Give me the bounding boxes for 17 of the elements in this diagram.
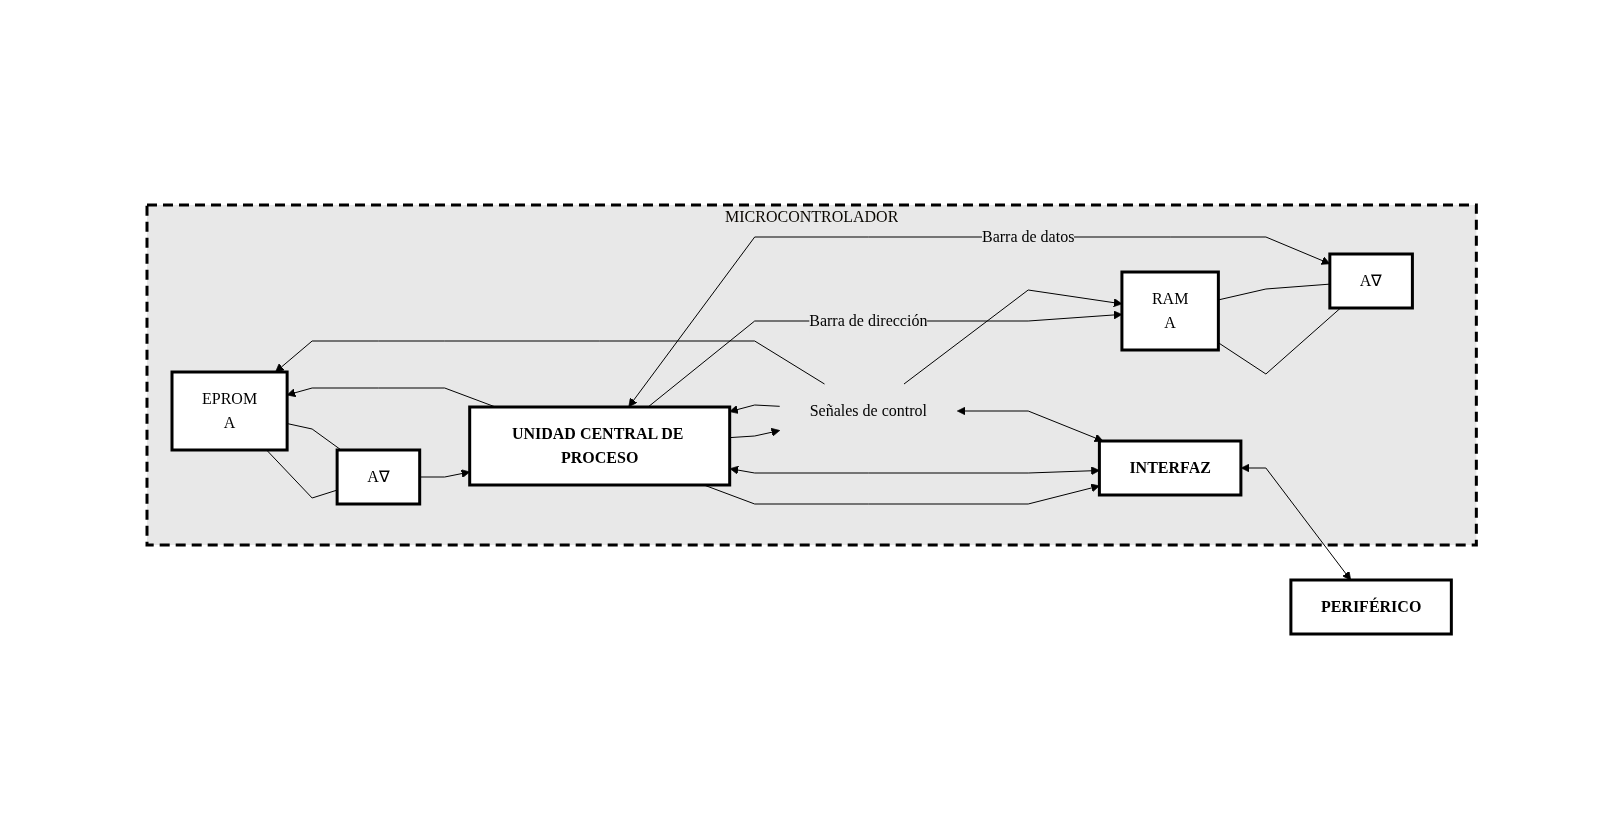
node-box: INTERFAZ xyxy=(1097,439,1243,496)
arrow xyxy=(275,340,825,384)
arrow xyxy=(729,427,780,438)
arrow xyxy=(729,404,780,414)
arrow xyxy=(729,465,1100,475)
edge-label: Barra de dirección xyxy=(809,311,928,329)
node-box: A∇ xyxy=(1328,252,1414,309)
node-box: RAM A xyxy=(1120,270,1220,351)
arrow xyxy=(956,406,1104,442)
node-box: A∇ xyxy=(335,448,421,505)
arrow xyxy=(419,468,470,478)
node-text: Señales de control xyxy=(809,401,927,419)
node-box: UNIDAD CENTRAL DE PROCESO xyxy=(468,405,731,486)
node-box: EPROM A xyxy=(170,370,289,451)
edge-label: Barra de datos xyxy=(981,227,1075,245)
node-box: PERIFÉRICO xyxy=(1289,578,1453,635)
arrow xyxy=(1240,463,1351,580)
